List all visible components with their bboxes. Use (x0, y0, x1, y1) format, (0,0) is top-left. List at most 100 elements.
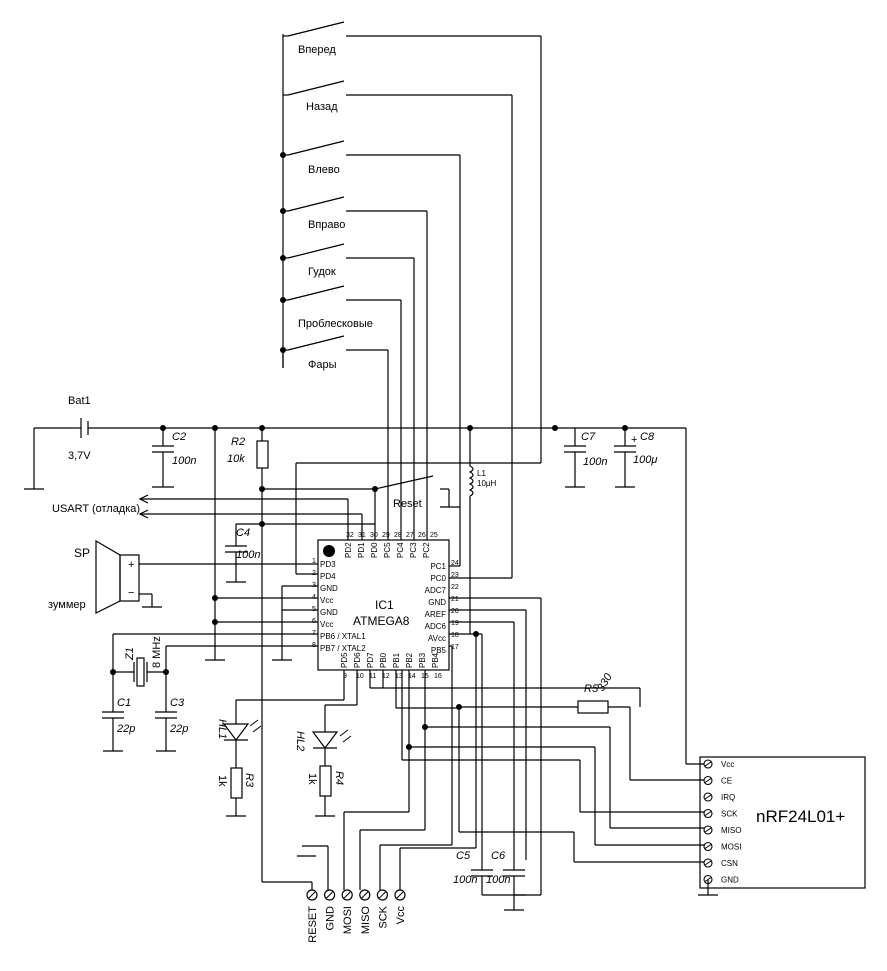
switch-fary: Фары (283, 335, 388, 371)
capacitor-c7: C7 100n (564, 428, 607, 488)
nrf-pin-label: IRQ (721, 793, 735, 802)
ic-pin-number: 23 (451, 572, 459, 579)
nrf-pin-mark (704, 761, 712, 767)
isp-pin-label: GND (325, 906, 337, 931)
svg-text:−: − (128, 587, 134, 599)
led-hl2: HL2 R4 1k (294, 670, 358, 817)
speaker-label: зуммер (48, 599, 86, 611)
resistor-r2: R2 10k (227, 428, 375, 890)
l1-ref: L1 (477, 469, 486, 478)
ic-name: ATMEGA8 (353, 614, 410, 628)
isp-pin-label: MOSI (342, 906, 354, 934)
ic-ref: IC1 (375, 598, 394, 612)
ic-pin-label: PC0 (430, 574, 446, 583)
nrf-pin-mark (704, 811, 712, 816)
ic-pin-label: PD6 (353, 652, 362, 668)
ic-pin-label: PD7 (366, 652, 375, 668)
reset-switch: Reset (372, 475, 460, 540)
switch-label-nazad: Назад (306, 101, 338, 113)
ic-pin-label: Vcc (320, 620, 333, 629)
isp-pin-mark (396, 891, 404, 899)
ic-pin-label: AREF (425, 610, 446, 619)
c3-ref: C3 (170, 697, 185, 709)
nrf-pin-label: MISO (721, 826, 741, 835)
ic-pin-label: GND (320, 584, 338, 593)
nrf-pin-label: SCK (721, 810, 738, 819)
capacitor-c2: C2 100n (152, 428, 196, 488)
isp-pin-label: MISO (360, 906, 372, 935)
isp-pin-label: Vcc (395, 906, 407, 925)
ic-pin-number: 32 (346, 532, 354, 539)
ic-pin-label: PD2 (344, 542, 353, 558)
c1-value: 22p (116, 723, 135, 735)
c7-ref: C7 (581, 431, 596, 443)
nrf-pin-label: CSN (721, 859, 738, 868)
ic-pin-number: 27 (406, 532, 414, 539)
r2-value: 10k (227, 453, 245, 465)
c5-ref: C5 (456, 850, 471, 862)
ic-pin-number: 29 (382, 532, 390, 539)
spi-wiring: R5 330 (297, 634, 708, 890)
ic1-atmega8: IC1 ATMEGA8 PD31PD42GND3Vcc4GND5Vcc6PB6 … (312, 532, 459, 680)
ic-pin-label: GND (320, 608, 338, 617)
c2-value: 100n (172, 455, 196, 467)
hl2-ref: HL2 (294, 731, 306, 751)
ic-pin-label: PD4 (320, 572, 336, 581)
ic-pin-label: PB2 (405, 652, 414, 668)
ic-pin-label: PC3 (409, 542, 418, 558)
ic-pin-label: PB3 (418, 652, 427, 668)
nrf-pin-label: Vcc (721, 760, 734, 769)
switch-label-fary: Фары (308, 359, 337, 371)
z1-value: 8 MHz (151, 636, 163, 668)
ic-pin-label: PC2 (422, 542, 431, 558)
nrf-pin-mark (704, 827, 712, 833)
ic-pin-label: ADC6 (425, 622, 447, 631)
battery-ref: Bat1 (68, 395, 91, 407)
ic-pin-label: PD5 (340, 652, 349, 668)
ic-pin-label: Vcc (320, 596, 333, 605)
ic-pin-label: PB0 (379, 652, 388, 668)
r5-ref: R5 (584, 683, 599, 695)
nrf-pin-mark (704, 794, 712, 800)
ic-pin-number: 20 (451, 608, 459, 615)
ic-pin-label: ADC7 (425, 586, 447, 595)
ic-pin-number: 8 (312, 642, 316, 649)
r4-value: 1k (306, 773, 318, 785)
c2-ref: C2 (172, 431, 186, 443)
isp-pin-mark (379, 891, 386, 899)
switch-vpered: Вперед (283, 21, 541, 56)
capacitor-c8: + C8 100μ (614, 428, 657, 488)
nrf-name: nRF24L01+ (756, 807, 845, 826)
power-rail: Bat1 3,7V (24, 395, 686, 490)
usart-label: USART (отладка) (52, 503, 140, 515)
c5-value: 100n (453, 874, 477, 886)
ic-pin-number: 30 (370, 532, 378, 539)
capacitor-c1: C1 22p (102, 672, 135, 752)
ic-pin-number: 13 (395, 673, 403, 680)
vcc-line-215 (205, 428, 318, 661)
c6-ref: C6 (491, 850, 506, 862)
c8-value: 100μ (633, 454, 657, 466)
ic-pin-number: 4 (312, 594, 316, 601)
ic-pin-number: 7 (312, 630, 316, 637)
ic-pin-number: 16 (434, 673, 442, 680)
reset-label: Reset (393, 498, 422, 510)
ic-pin-label: PD0 (370, 542, 379, 558)
switch-group: Вперед Назад Влево Вправо Гудок (280, 21, 541, 371)
nrf-pin-label: MOSI (721, 843, 741, 852)
isp-pin-mark (326, 891, 333, 899)
ic-pin-label: PD1 (357, 542, 366, 558)
ic-pin-number: 24 (451, 560, 459, 567)
ic-pin-label: PB1 (392, 652, 401, 668)
ic-pin-label: GND (428, 598, 446, 607)
nrf-pin-mark (704, 778, 712, 783)
ic-pin-number: 21 (451, 596, 459, 603)
r3-ref: R3 (243, 773, 255, 788)
switch-vpravo: Вправо (283, 196, 427, 231)
ic-pin-number: 14 (408, 673, 416, 680)
switch-label-vlevo: Влево (308, 164, 340, 176)
switch-label-vpravo: Вправо (308, 219, 345, 231)
switch-label-probleskovye: Проблесковые (298, 318, 373, 330)
nrf-pin-label: CE (721, 777, 732, 786)
